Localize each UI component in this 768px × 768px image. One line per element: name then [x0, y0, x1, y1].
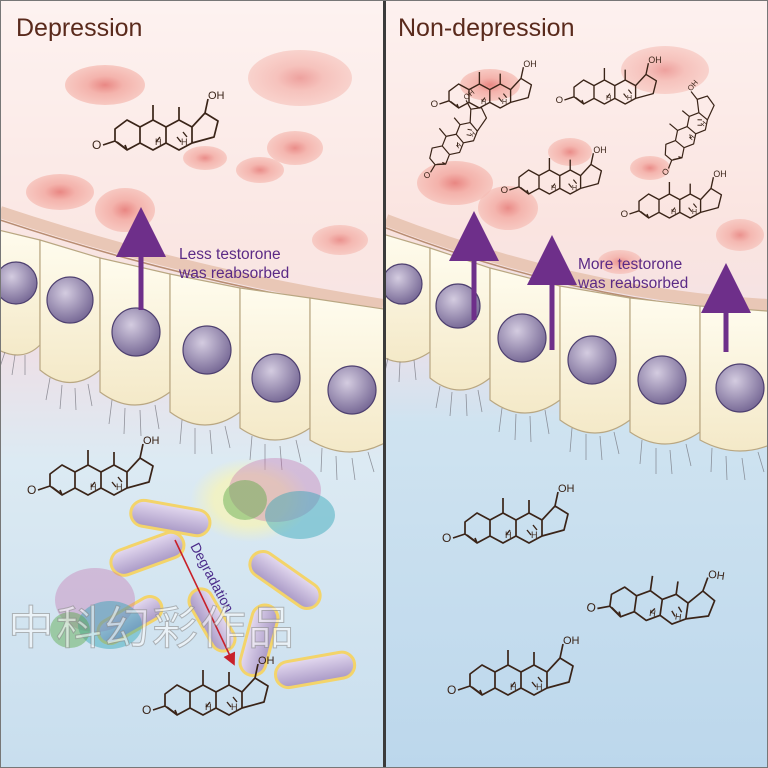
microvilli: [0, 351, 375, 481]
right-panel: [386, 0, 768, 768]
microvilli: [386, 357, 765, 481]
right-note-line1: More testorone: [578, 256, 683, 273]
left-note-line1: Less testorone: [179, 246, 281, 263]
right-panel-title: Non-depression: [398, 14, 575, 42]
panel-divider: [383, 0, 386, 768]
degradation-arrow: [174, 539, 236, 666]
left-panel-title: Depression: [16, 14, 143, 42]
left-note-line2: was reabsorbed: [179, 265, 290, 282]
gut-microbiota: [50, 458, 357, 690]
left-epithelium: [0, 229, 383, 453]
right-reabsorption-note: More testorone was reabsorbed: [578, 255, 688, 293]
left-reabsorption-note: Less testorone was reabsorbed: [179, 245, 289, 283]
right-epithelium: [386, 234, 768, 452]
red-blood-cells: [26, 50, 368, 255]
left-panel: Degradation: [0, 0, 383, 768]
right-note-line2: was reabsorbed: [578, 275, 689, 292]
watermark: 中科幻彩作品: [8, 601, 296, 656]
